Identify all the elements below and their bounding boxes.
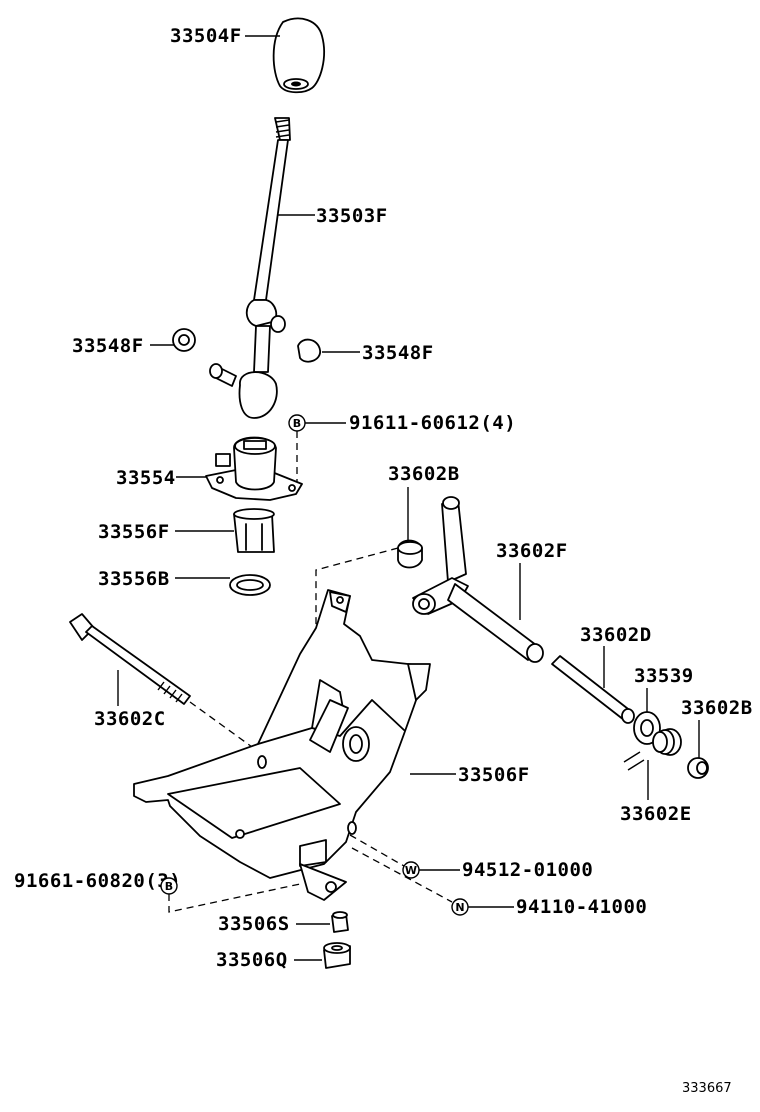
- nut-badge-n[interactable]: N: [451, 898, 469, 916]
- lever-bushing-right[interactable]: [297, 338, 321, 363]
- shift-knob[interactable]: [272, 17, 325, 94]
- lever-spring[interactable]: [229, 574, 271, 596]
- label-shift-shaft[interactable]: 33602F: [496, 540, 568, 562]
- label-long-bolt[interactable]: 33602C: [94, 708, 166, 730]
- label-bracket[interactable]: 33506F: [458, 764, 530, 786]
- lever-retainer[interactable]: [205, 436, 303, 501]
- shift-shaft[interactable]: [412, 496, 544, 663]
- label-knob[interactable]: 33504F: [170, 25, 242, 47]
- label-bushing-left[interactable]: 33548F: [72, 335, 144, 357]
- lever-bushing-left[interactable]: [172, 328, 196, 352]
- label-cushion-q[interactable]: 33506Q: [216, 949, 288, 971]
- label-shaft-bushing-top[interactable]: 33602B: [388, 463, 460, 485]
- washer-badge-w[interactable]: W: [402, 861, 420, 879]
- dash-shaft-bushing-top: [315, 547, 399, 800]
- svg-text:W: W: [405, 864, 417, 877]
- dash-long-bolt: [189, 701, 271, 761]
- svg-text:N: N: [455, 901, 464, 914]
- cushion-s[interactable]: [331, 911, 349, 933]
- dash-washer-w: [349, 834, 405, 867]
- svg-text:B: B: [165, 880, 173, 893]
- label-washer-w[interactable]: 94512-01000: [462, 859, 593, 881]
- label-lever[interactable]: 33503F: [316, 205, 388, 227]
- diagram-id: 333667: [682, 1081, 732, 1096]
- spring-clip[interactable]: [652, 728, 682, 756]
- long-bolt-thread-marks: [157, 681, 183, 703]
- label-bolt-upper[interactable]: 91611-60612(4): [349, 412, 516, 434]
- shaft-bushing-top[interactable]: [397, 539, 423, 569]
- dash-nut-n: [351, 847, 453, 903]
- bolt-badge-lower[interactable]: B: [160, 877, 178, 895]
- label-washer[interactable]: 33539: [634, 665, 694, 687]
- svg-text:B: B: [293, 417, 301, 430]
- shift-bracket[interactable]: [133, 589, 431, 901]
- label-retainer[interactable]: 33554: [116, 467, 176, 489]
- cushion-q[interactable]: [323, 942, 351, 969]
- clip-wire: [623, 751, 645, 771]
- label-pin-shaft[interactable]: 33602D: [580, 624, 652, 646]
- label-nut-n[interactable]: 94110-41000: [516, 896, 647, 918]
- shift-lever[interactable]: [209, 117, 291, 419]
- label-shaft-bushing-right[interactable]: 33602B: [681, 697, 753, 719]
- label-clip[interactable]: 33602E: [620, 803, 692, 825]
- long-bolt[interactable]: [69, 613, 191, 705]
- label-cushion-s[interactable]: 33506S: [218, 913, 290, 935]
- pin-shaft[interactable]: [551, 655, 635, 724]
- label-seat[interactable]: 33556F: [98, 521, 170, 543]
- shaft-bushing-right[interactable]: [687, 757, 709, 779]
- label-bushing-right[interactable]: 33548F: [362, 342, 434, 364]
- lever-seat[interactable]: [233, 508, 275, 553]
- bolt-badge-upper[interactable]: B: [288, 414, 306, 432]
- lever-thread-marks: [275, 119, 290, 138]
- dash-bolt-lower: [168, 883, 301, 913]
- label-bolt-lower[interactable]: 91661-60820(3): [14, 870, 181, 892]
- label-spring[interactable]: 33556B: [98, 568, 170, 590]
